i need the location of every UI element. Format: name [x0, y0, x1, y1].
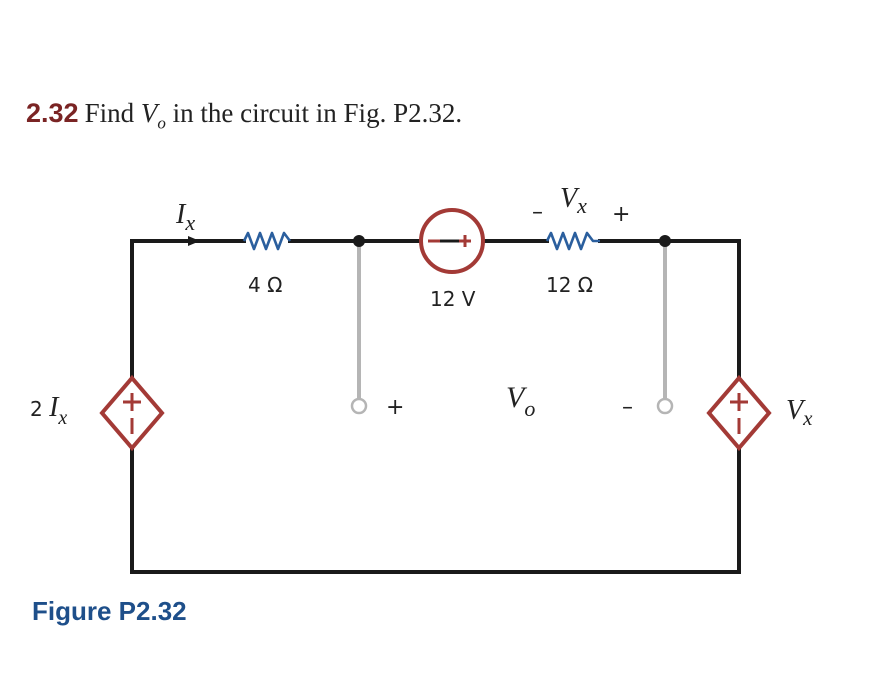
problem-var-sub: o	[157, 113, 166, 133]
vx-plus-sign: +	[612, 202, 630, 227]
problem-var-main: V	[140, 98, 158, 128]
wire-right-upper	[598, 239, 741, 398]
output-probes	[350, 241, 674, 415]
label-4ohm: 4 Ω	[248, 273, 282, 297]
probe-terminal-right	[656, 397, 674, 415]
wire-bottom	[130, 428, 741, 574]
output-label-vo: Vo	[506, 381, 535, 421]
wire-left-upper	[130, 239, 246, 398]
node-dot-right	[659, 235, 671, 247]
output-minus-sign: –	[622, 395, 633, 420]
label-vx-right: Vx	[786, 395, 813, 430]
label-12v: 12 V	[430, 287, 476, 311]
problem-text-after: in the circuit in Fig. P2.32.	[165, 98, 463, 128]
current-label-ix: Ix	[175, 199, 195, 235]
vx-minus-sign: –	[532, 200, 543, 225]
node-dot-left	[353, 235, 365, 247]
voltage-source-12v	[419, 208, 485, 274]
vx-label-top: Vx	[560, 183, 587, 218]
current-arrow-icon	[188, 236, 200, 246]
dependent-source-right	[706, 374, 772, 452]
figure-caption: Figure P2.32	[32, 596, 187, 626]
label-12ohm: 12 Ω	[546, 273, 593, 297]
problem-number: 2.32	[26, 98, 79, 128]
dependent-source-left	[99, 374, 165, 452]
resistor-4ohm	[242, 231, 292, 251]
label-2ix: 2 Ix	[30, 392, 67, 429]
resistor-12ohm	[545, 231, 600, 251]
probe-terminal-left	[350, 397, 368, 415]
problem-text-before: Find	[84, 98, 141, 128]
output-plus-sign: +	[386, 395, 404, 420]
